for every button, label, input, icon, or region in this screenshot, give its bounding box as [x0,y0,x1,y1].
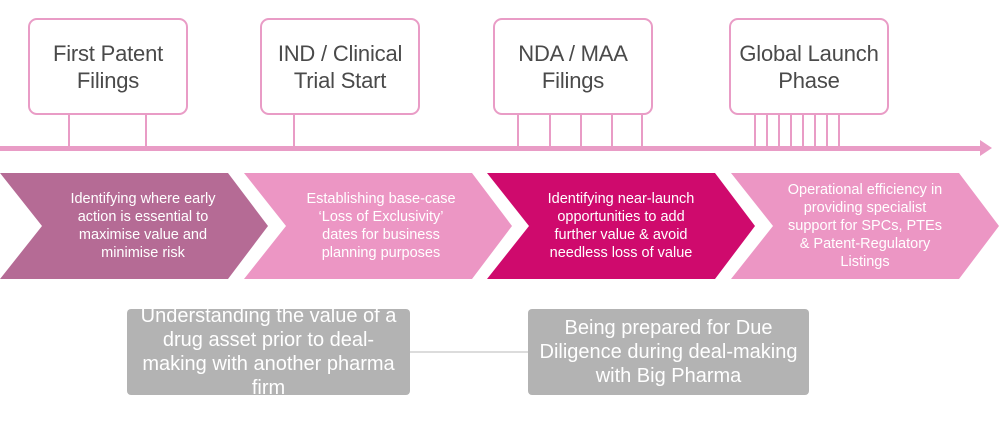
stage-label: NDA / MAA Filings [518,40,628,93]
timeline-tick [145,115,147,147]
timeline-tick [790,115,792,147]
chevron-text-4: Operational efficiency in providing spec… [787,182,943,270]
timeline-tick [778,115,780,147]
deal-connector-line [410,351,528,353]
chevron-text-3: Identifying near-launch opportunities to… [547,191,695,261]
chevron-text-1: Identifying where early action is essent… [70,191,216,261]
timeline-line [0,146,982,151]
stage-first-patent-filings: First Patent Filings [28,18,188,115]
chevron-text-2: Establishing base-case ‘Loss of Exclusiv… [306,191,456,261]
chevron-shape-2 [244,173,512,279]
timeline-tick [838,115,840,147]
timeline-tick [580,115,582,147]
stage-global-launch-phase: Global Launch Phase [729,18,889,115]
timeline-arrowhead [980,140,992,156]
stage-ind-clinical-trial-start: IND / Clinical Trial Start [260,18,420,115]
timeline-tick [814,115,816,147]
timeline-tick [802,115,804,147]
timeline-tick [293,115,295,147]
stage-nda-maa-filings: NDA / MAA Filings [493,18,653,115]
stage-label: First Patent Filings [52,40,164,93]
timeline-tick [754,115,756,147]
timeline-tick [68,115,70,147]
stage-label: Global Launch Phase [739,40,879,93]
timeline-tick [611,115,613,147]
chevron-shape-3 [487,173,755,279]
deal-box-due-diligence: Being prepared for Due Diligence during … [528,309,809,395]
deal-box-pre-deal: Understanding the value of a drug asset … [127,305,410,399]
timeline-tick [766,115,768,147]
timeline-tick [641,115,643,147]
timeline-tick [549,115,551,147]
stage-label: IND / Clinical Trial Start [277,40,403,93]
chevron-shape-1 [0,173,268,279]
timeline-tick [517,115,519,147]
chevron-shape-4 [731,173,999,279]
timeline-tick [826,115,828,147]
